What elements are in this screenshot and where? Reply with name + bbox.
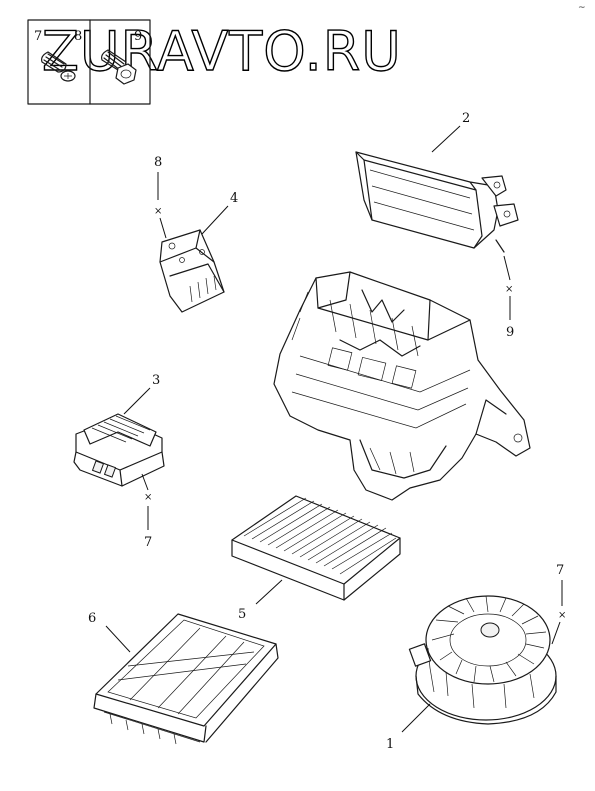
callout-part-1: 1 bbox=[386, 737, 394, 752]
actuator-part-4 bbox=[159, 229, 225, 313]
callout-fastener-7-blower: 7 bbox=[556, 563, 564, 578]
screw-icon bbox=[41, 51, 76, 82]
fastener-mark-7-blower: × bbox=[558, 610, 566, 621]
fastener-mark-9: × bbox=[505, 284, 513, 295]
resistor-part-3 bbox=[73, 413, 165, 487]
callout-part-6: 6 bbox=[88, 611, 96, 626]
callout-part-5: 5 bbox=[238, 607, 246, 622]
callout-fastener-7-resistor: 7 bbox=[144, 535, 152, 550]
blower-motor-part-1 bbox=[408, 595, 557, 725]
watermark-logo: ZURAVTO.RU bbox=[42, 20, 402, 83]
corner-mark: ~ bbox=[578, 3, 586, 13]
cabin-filter-part-5 bbox=[231, 495, 401, 601]
callout-fastener-8: 8 bbox=[154, 155, 162, 170]
inset-label-8: 8 bbox=[74, 29, 82, 44]
callout-part-4: 4 bbox=[230, 191, 238, 206]
callout-part-3: 3 bbox=[152, 373, 160, 388]
inset-label-9: 9 bbox=[134, 29, 142, 44]
callout-part-2: 2 bbox=[462, 111, 470, 126]
fastener-mark-8: × bbox=[154, 206, 162, 217]
callout-fastener-9: 9 bbox=[506, 325, 514, 340]
flanged-screw-icon bbox=[101, 49, 137, 85]
hvac-housing bbox=[273, 271, 531, 501]
fastener-inset: 7 8 9 bbox=[27, 19, 151, 105]
fastener-mark-7-resistor: × bbox=[144, 492, 152, 503]
filter-cover-part-6 bbox=[93, 613, 279, 745]
duct-bracket-part-2 bbox=[355, 151, 519, 253]
inset-label-7: 7 bbox=[34, 29, 42, 44]
